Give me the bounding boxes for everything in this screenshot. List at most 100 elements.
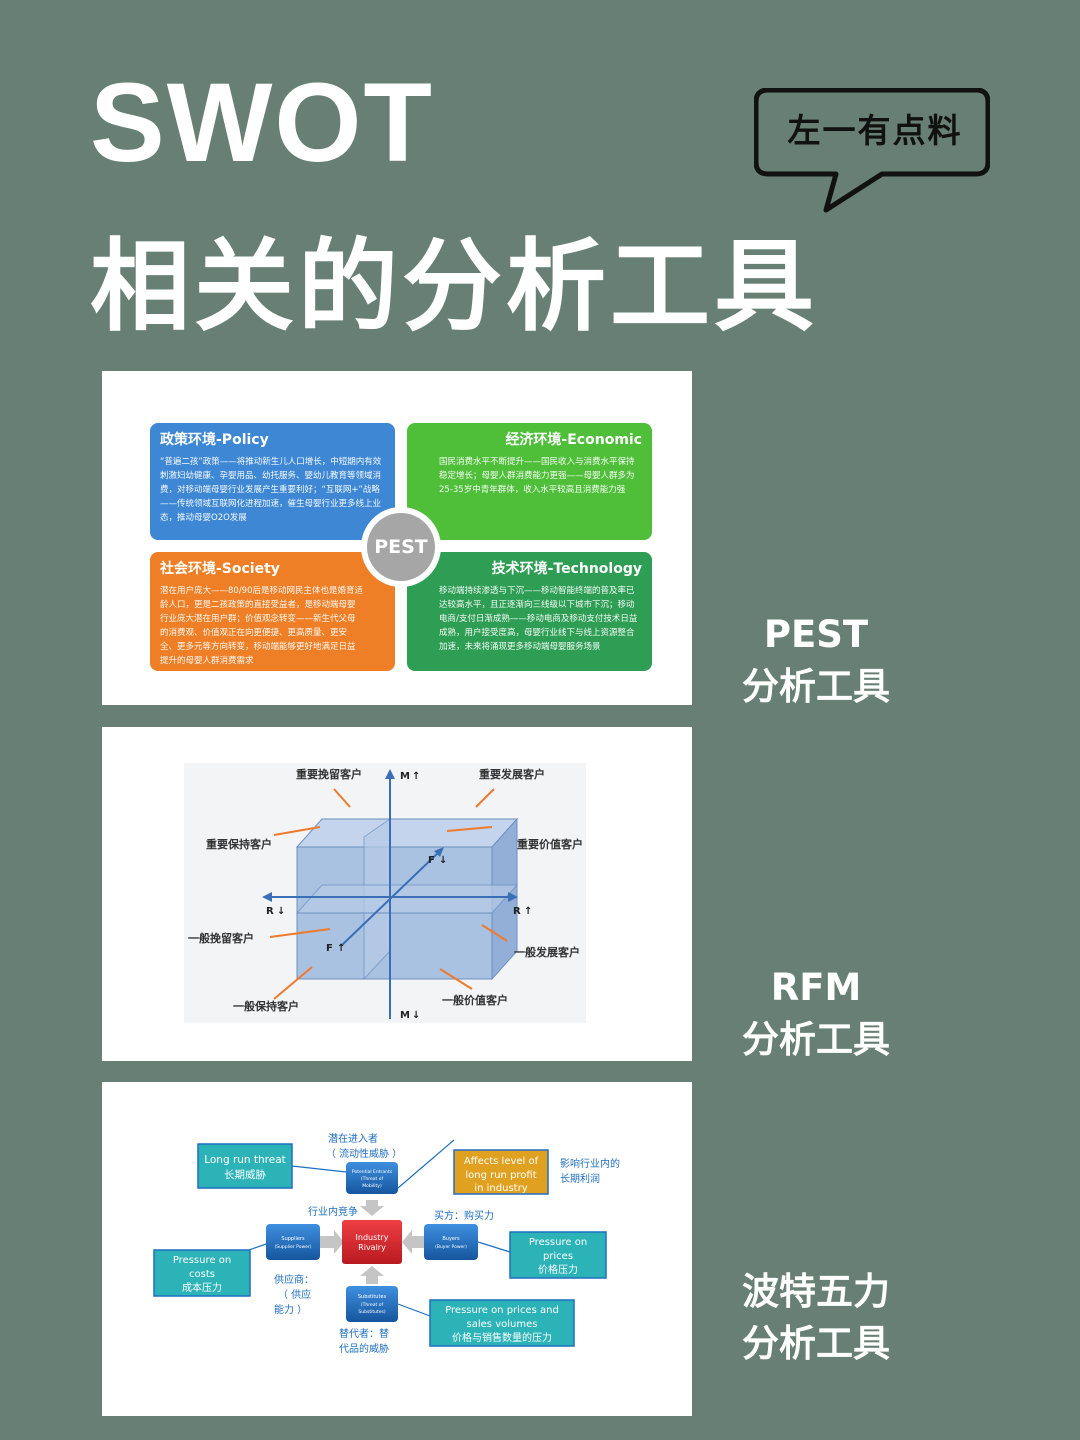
porter-rivalry-line2: Rivalry bbox=[358, 1243, 386, 1252]
porter-five-forces-diagram: Long run threat 长期威胁 潜在进入者 （ 流动性威胁 ） Pot… bbox=[153, 1132, 620, 1355]
rfm-label-line2: 分析工具 bbox=[742, 1018, 890, 1061]
porter-substitutes-cn-2: 代品的威胁 bbox=[339, 1342, 389, 1355]
porter-label-line1: 波特五力 bbox=[742, 1270, 890, 1313]
porter-volume-pressure-line1: Pressure on prices and bbox=[445, 1305, 559, 1316]
porter-long-run-threat-cn: 长期威胁 bbox=[224, 1168, 266, 1181]
pest-policy-title: 政策环境-Policy bbox=[160, 432, 269, 448]
rfm-r-arrow-left-icon bbox=[262, 892, 272, 902]
porter-rivalry-line1: Industry bbox=[356, 1233, 389, 1242]
porter-link-profit bbox=[397, 1139, 455, 1189]
porter-diagram-panel: Long run threat 长期威胁 潜在进入者 （ 流动性威胁 ） Pot… bbox=[102, 1082, 692, 1416]
porter-link-volume bbox=[397, 1303, 431, 1317]
rfm-arrow-up-icon: ↑ bbox=[337, 943, 345, 954]
pest-label-line1: PEST bbox=[763, 613, 869, 656]
pest-technology-title: 技术环境-Technology bbox=[491, 561, 642, 577]
rfm-label-general-keep: 一般保持客户 bbox=[233, 999, 299, 1013]
porter-price-pressure-line2: prices bbox=[543, 1251, 573, 1262]
rfm-horizontal-plane bbox=[295, 884, 519, 914]
rfm-arrow-down-icon: ↓ bbox=[439, 855, 447, 866]
pest-technology-body: 移动端持续渗透与下沉——移动智能终端的普及率已达较高水平，且正逐渐向三线级以下城… bbox=[439, 586, 638, 652]
porter-profit-line2: long run profit bbox=[465, 1170, 536, 1181]
pest-diagram-panel: 政策环境-Policy “普遍二孩”政策——将推动新生儿人口增长，中短期内有效刺… bbox=[102, 371, 692, 705]
porter-suppliers-box bbox=[266, 1224, 320, 1260]
rfm-arrow-up-icon: ↑ bbox=[412, 771, 420, 782]
rfm-pointer-lr bbox=[481, 924, 508, 942]
rfm-arrow-up-icon: ↑ bbox=[524, 906, 532, 917]
porter-long-run-threat-box bbox=[197, 1143, 293, 1189]
porter-suppliers-line2: (Supplier Power) bbox=[274, 1244, 311, 1250]
rfm-label-important-develop: 重要发展客户 bbox=[479, 767, 545, 781]
porter-profit-cn-2: 长期利润 bbox=[560, 1172, 600, 1185]
rfm-label-important-value: 重要价值客户 bbox=[517, 837, 583, 851]
porter-rivalry-caption: 行业内竞争 bbox=[308, 1205, 358, 1218]
rfm-label-important-keep: 重要保持客户 bbox=[206, 837, 272, 851]
rfm-axis-f-down: F bbox=[428, 855, 435, 866]
porter-substitutes-box bbox=[346, 1286, 398, 1322]
rfm-label-general-develop: 一般发展客户 bbox=[514, 945, 580, 959]
pest-society-quadrant: 社会环境-Society 潜在用户庞大——80/90后是移动网民主体也是婚育适龄… bbox=[150, 552, 395, 671]
porter-profit-line3: in industry bbox=[474, 1183, 527, 1194]
title-subtitle: 相关的分析工具 bbox=[90, 228, 818, 345]
porter-buyers-caption: 买方：购买力 bbox=[434, 1209, 494, 1222]
pest-economic-title: 经济环境-Economic bbox=[505, 432, 642, 448]
porter-link-threat bbox=[291, 1165, 347, 1173]
rfm-axis-r-left: R bbox=[266, 906, 274, 917]
pest-center-label: PEST bbox=[367, 513, 435, 581]
porter-rivalry-box bbox=[342, 1220, 402, 1264]
porter-buyers-box bbox=[424, 1224, 478, 1260]
porter-cost-pressure-line2: costs bbox=[189, 1269, 215, 1280]
rfm-label: RFM 分析工具 bbox=[716, 962, 916, 1066]
rfm-pointer-ll bbox=[269, 928, 331, 938]
porter-entrants-line1: Potential Entrants bbox=[352, 1169, 393, 1175]
rfm-f-arrow-icon bbox=[434, 847, 444, 857]
pest-label-line2: 分析工具 bbox=[742, 665, 890, 708]
porter-volume-pressure-line3: 价格与销售数量的压力 bbox=[452, 1331, 552, 1344]
porter-substitutes-line3: Substitutes) bbox=[358, 1309, 385, 1315]
porter-cost-pressure-line3: 成本压力 bbox=[182, 1281, 222, 1294]
badge-text: 左一有点料 bbox=[787, 111, 963, 150]
rfm-pointer-tl bbox=[333, 788, 351, 808]
porter-entrants-caption-1: 潜在进入者 bbox=[328, 1132, 378, 1145]
pest-economic-quadrant: 经济环境-Economic 国民消费水平不断提升——国民收入与消费水平保持稳定增… bbox=[407, 423, 652, 540]
porter-entrants-box bbox=[346, 1162, 398, 1194]
rfm-r-arrow-right-icon bbox=[508, 892, 518, 902]
rfm-axis-m-down: M bbox=[400, 1010, 410, 1021]
rfm-diagram-panel: 重要挽留客户 重要发展客户 重要保持客户 重要价值客户 一般挽留客户 一般发展客… bbox=[102, 727, 692, 1061]
pest-policy-body: “普遍二孩”政策——将推动新生儿人口增长，中短期内有效刺激妇幼健康、孕婴用品、幼… bbox=[160, 457, 382, 523]
title-swot: SWOT bbox=[90, 60, 434, 185]
rfm-label-general-retain: 一般挽留客户 bbox=[188, 931, 254, 945]
porter-substitutes-line2: (Threat of bbox=[361, 1302, 384, 1308]
porter-suppliers-line1: Suppliers bbox=[281, 1236, 305, 1242]
porter-buyers-line2: (Buyer Power) bbox=[435, 1244, 467, 1250]
porter-price-pressure-line1: Pressure on bbox=[529, 1237, 587, 1248]
rfm-axis-m-up: M bbox=[400, 771, 410, 782]
porter-profit-box bbox=[453, 1149, 549, 1195]
rfm-label-line1: RFM bbox=[770, 966, 862, 1009]
porter-supplier-cn-2: （ 供应 bbox=[278, 1288, 311, 1301]
porter-profit-cn-1: 影响行业内的 bbox=[560, 1157, 620, 1170]
rfm-pointer-mr bbox=[446, 826, 493, 832]
rfm-pointer-ml bbox=[273, 826, 321, 836]
pest-policy-quadrant: 政策环境-Policy “普遍二孩”政策——将推动新生儿人口增长，中短期内有效刺… bbox=[150, 423, 395, 540]
porter-arrow-down-icon bbox=[360, 1200, 384, 1216]
rfm-label-general-value: 一般价值客户 bbox=[442, 993, 508, 1007]
pest-society-title: 社会环境-Society bbox=[160, 561, 280, 577]
rfm-arrow-down-icon: ↓ bbox=[277, 906, 285, 917]
rfm-pointer-tr bbox=[475, 788, 495, 808]
pest-technology-quadrant: 技术环境-Technology 移动端持续渗透与下沉——移动智能终端的普及率已达… bbox=[407, 552, 652, 671]
porter-long-run-threat-en: Long run threat bbox=[204, 1154, 286, 1166]
porter-supplier-cn-1: 供应商： bbox=[274, 1273, 314, 1286]
porter-profit-line1: Affects level of bbox=[464, 1156, 539, 1167]
pest-label: PEST 分析工具 bbox=[716, 609, 916, 713]
porter-arrow-left-icon bbox=[402, 1230, 424, 1254]
rfm-cube-top bbox=[295, 818, 519, 848]
porter-price-pressure-box bbox=[509, 1231, 607, 1279]
rfm-pointer-br bbox=[439, 968, 473, 990]
pest-society-body: 潜在用户庞大——80/90后是移动网民主体也是婚育适龄人口，更是二孩政策的直接受… bbox=[160, 586, 363, 666]
porter-link-buyers-price bbox=[477, 1241, 511, 1253]
porter-supplier-cn-3: 能力 ） bbox=[274, 1303, 307, 1316]
porter-arrow-up-icon bbox=[360, 1266, 384, 1284]
rfm-f-axis bbox=[341, 850, 441, 946]
porter-cost-pressure-line1: Pressure on bbox=[173, 1255, 231, 1266]
porter-label-line2: 分析工具 bbox=[742, 1322, 890, 1365]
